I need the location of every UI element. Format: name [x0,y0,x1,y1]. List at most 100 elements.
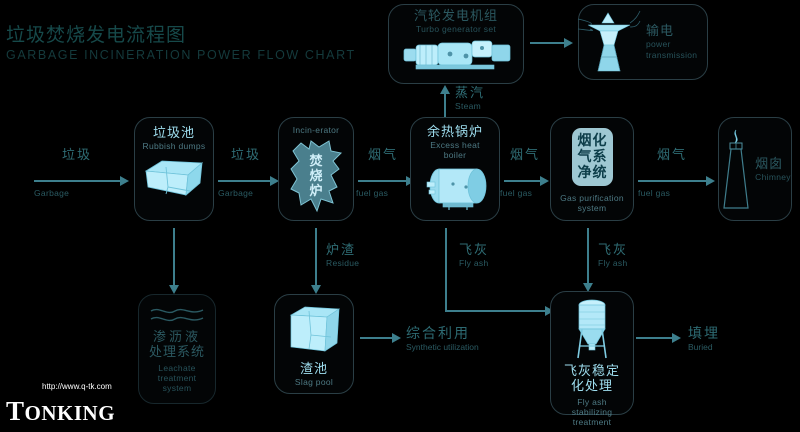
arrow-label-cn: 烟气 [656,148,687,163]
node-rubbish-dumps-label-cn: 垃圾池 [152,126,195,141]
arrow-label-en: Garbage [218,188,254,198]
gp-cn-2: 气 [577,149,592,165]
rubbish-pit-icon [142,157,206,201]
node-slag-pool-label-cn: 渣池 [299,362,328,377]
node-leachate-label-cn-1: 渗沥液 [152,330,201,345]
arrow-slag-to-synthetic [360,333,402,343]
boiler-icon [419,162,491,210]
node-gas-purification-system[interactable]: 烟 气 净 化 系 统 Gas purification system [550,117,634,221]
node-chimney-label-cn: 烟囱 [755,156,784,172]
node-incinerator[interactable]: Incin-erator 焚 烧 炉 [278,117,354,221]
node-flyash-label-en-1: Fly ash [577,397,607,407]
arrow-flyash-to-buried [636,333,682,343]
arrow-flyash-from-purifier [583,228,593,292]
buried-cn: 填埋 [688,326,720,342]
arrow-label-fuelgas-3: 烟气 [638,148,706,163]
arrow-residue-to-slag [311,228,321,294]
label-synthetic-utilization: 综合利用 Synthetic utilization [406,326,479,352]
silo-icon [568,298,616,360]
gp-cn-1: 烟 [577,133,592,149]
arrow-label-cn: 烟气 [367,148,398,163]
label-buried: 填埋 Buried [688,326,720,352]
arrow-sublabel-garbage-2: Garbage [218,188,274,198]
incinerator-cn-1: 焚 [309,153,323,169]
node-gas-purification-label-en: Gas purification system [560,193,624,213]
arrow-label-en: Fly ash [459,258,489,268]
watermark-brand-rest: ONKING [24,401,116,425]
node-leachate-label-cn-2: 处理系统 [148,345,205,360]
arrow-label-en: Garbage [34,188,70,198]
watermark: http://www.q-tk.com TONKING [6,382,115,428]
arrow-fuelgas-to-chimney [638,176,716,186]
node-flyash-label-en-3: treatment [572,417,612,427]
node-flyash-label-cn-2: 化处理 [570,379,613,394]
node-leachate-label-en-2: treatment [157,373,197,383]
arrow-label-cn: 烟气 [509,148,540,163]
arrow-label-cn: 蒸汽 [455,86,486,101]
arrow-label-cn: 垃圾 [61,148,92,163]
arrow-steam-to-turbine [440,85,450,117]
arrow-sublabel-fuelgas-2: fuel gas [500,188,550,198]
pylon-icon [577,9,641,75]
node-incinerator-glyph-label: 焚 烧 炉 [285,137,347,215]
title-english: GARBAGE INCINERATION POWER FLOW CHART [6,48,356,62]
node-chimney-label-en: Chimney [755,171,791,182]
arrow-sublabel-garbage-in: Garbage [34,188,120,198]
arrow-turbine-to-transmission [530,38,574,48]
node-turbo-generator-set[interactable]: 汽轮发电机组 Turbo generator set [388,4,524,84]
page-title: 垃圾焚烧发电流程图 GARBAGE INCINERATION POWER FLO… [6,24,356,63]
watermark-brand: TONKING [6,396,115,428]
node-incinerator-label-en: Incin-erator [292,125,340,135]
node-boiler-label-cn: 余热锅炉 [426,125,483,140]
node-boiler-label-en: Excess heat boiler [430,140,480,160]
arrow-label-cn: 炉渣 [326,243,357,258]
turbine-icon [398,36,514,72]
arrow-fuelgas-to-boiler [358,176,416,186]
node-turbine-label-en: Turbo generator set [415,24,497,34]
arrow-label-en: fuel gas [500,188,533,198]
waves-icon [149,306,205,324]
arrow-label-en: Steam [455,101,482,111]
arrow-label-flyash-boiler: 飞灰 Fly ash [459,243,489,268]
node-transmission-label-cn: 输电 [646,23,675,39]
node-excess-heat-boiler[interactable]: 余热锅炉 Excess heat boiler [410,117,500,221]
incinerator-icon: 焚 烧 炉 [285,137,347,215]
arrow-garbage-to-incinerator [218,176,280,186]
incinerator-cn-3: 炉 [309,183,323,199]
title-chinese: 垃圾焚烧发电流程图 [6,24,187,46]
arrow-label-residue: 炉渣 Residue [326,243,359,268]
arrow-label-en: fuel gas [356,188,389,198]
arrow-fuelgas-to-purifier [504,176,550,186]
node-rubbish-dumps[interactable]: 垃圾池 Rubbish dumps [134,117,214,221]
node-fly-ash-stabilizing-treatment[interactable]: 飞灰稳定 化处理 Fly ash stabilizing treatment [550,291,634,427]
synthetic-utilization-en: Synthetic utilization [406,342,479,352]
arrow-label-cn: 飞灰 [459,243,490,258]
arrow-label-cn: 垃圾 [230,148,261,163]
node-power-transmission[interactable]: 输电 power transmission [577,4,708,80]
node-rubbish-dumps-label-en: Rubbish dumps [142,141,206,151]
node-leachate-label-en-1: Leachate [158,363,196,373]
arrow-label-en: fuel gas [638,188,671,198]
node-slag-pool[interactable]: 渣池 Slag pool [274,294,354,394]
node-leachate-label-en-3: system [162,383,192,393]
arrow-label-en: Fly ash [598,258,628,268]
node-transmission-label-en: power transmission [646,38,698,60]
node-flyash-label-cn-1: 飞灰稳定 [563,364,620,379]
arrow-label-steam: 蒸汽 Steam [455,86,485,111]
arrow-garbage-in [34,176,130,186]
arrow-label-garbage-2: 垃圾 [218,148,274,163]
incinerator-cn-2: 烧 [309,168,323,184]
gas-purification-icon: 烟 气 净 化 系 统 [571,128,613,186]
node-chimney[interactable]: 烟囱 Chimney [718,117,792,221]
arrow-label-fuelgas-1: 烟气 [356,148,410,163]
node-slag-pool-label-en: Slag pool [294,377,334,387]
synthetic-utilization-cn: 综合利用 [406,326,470,342]
buried-en: Buried [688,342,713,352]
watermark-brand-initial: T [6,396,25,426]
arrow-sublabel-fuelgas-1: fuel gas [356,188,410,198]
arrow-label-en: Residue [326,258,360,268]
gp-cn-3: 净 [577,165,592,181]
gp-cn-6: 统 [592,165,607,181]
node-leachate-treatment-system[interactable]: 渗沥液 处理系统 Leachate treatment system [138,294,216,404]
arrow-label-garbage-in: 垃圾 [34,148,120,163]
